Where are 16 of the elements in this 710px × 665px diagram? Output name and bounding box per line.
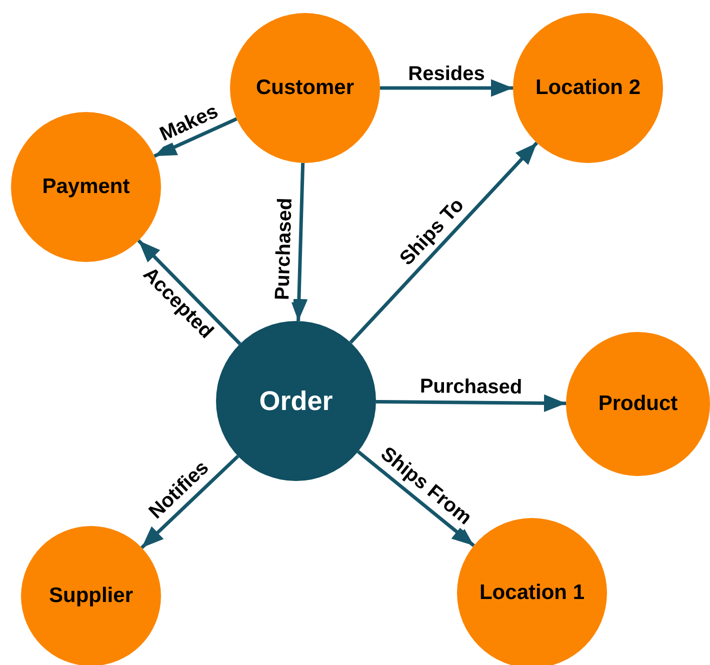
arrow [154, 117, 238, 158]
node-label: Customer [256, 76, 354, 100]
node-label: Location 2 [535, 76, 640, 100]
node-label: Payment [42, 175, 130, 199]
arrow [376, 394, 566, 412]
node-label: Supplier [48, 584, 133, 608]
arrow [380, 79, 513, 97]
node-label: Product [598, 392, 678, 416]
node-label: Order [259, 386, 333, 416]
arrow [140, 454, 240, 550]
arrow [349, 142, 538, 344]
arrow [137, 239, 242, 346]
arrow [290, 162, 308, 322]
arrow [356, 450, 475, 548]
edge-label: Purchased [272, 196, 297, 303]
node-label: Location 1 [479, 581, 584, 605]
